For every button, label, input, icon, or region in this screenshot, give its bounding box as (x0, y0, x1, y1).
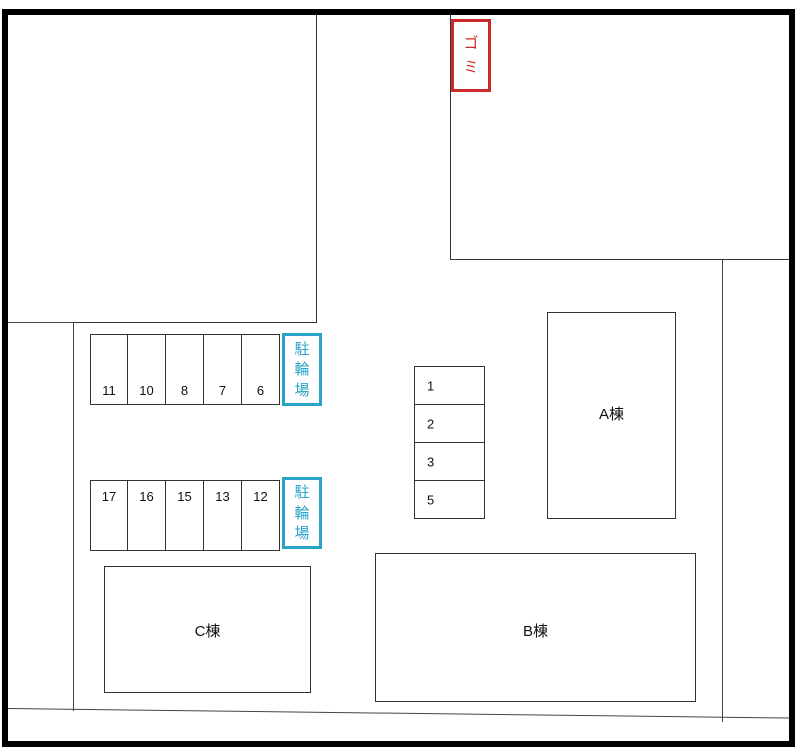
slot-number: 16 (139, 489, 154, 504)
parking-slot: 13 (203, 480, 242, 551)
slot-number: 17 (101, 489, 117, 504)
slot-number: 11 (102, 383, 116, 398)
bike-parking-label-char: 駐 (294, 340, 310, 358)
parking-slot: 17 (90, 480, 128, 551)
bike-parking-top: 駐 輪 場 (282, 333, 322, 406)
slot-number: 5 (427, 492, 435, 507)
neighbor-lot-top-left (8, 15, 317, 323)
building-b: B棟 (375, 553, 696, 702)
slot-number: 6 (256, 383, 265, 398)
bike-parking-bottom: 駐 輪 場 (282, 477, 322, 549)
property-line-left-vertical (73, 322, 74, 711)
bike-parking-label-char: 駐 (294, 484, 310, 502)
parking-slot: 12 (241, 480, 280, 551)
parking-slot: 11 (90, 334, 128, 405)
slot-number: 15 (177, 489, 192, 504)
parking-slot: 15 (165, 480, 204, 551)
bike-parking-label-char: 輪 (294, 361, 310, 378)
parking-slot: 1 (414, 366, 485, 405)
building-b-label: B棟 (522, 623, 548, 640)
parking-slot: 5 (414, 480, 485, 519)
neighbor-lot-top-right (450, 15, 789, 260)
bike-parking-label-char: 場 (294, 524, 310, 542)
parking-slot: 8 (165, 334, 204, 405)
garbage-label-char: ミ (463, 58, 479, 76)
parking-slot: 2 (414, 404, 485, 443)
building-c: C棟 (104, 566, 311, 693)
slot-number: 10 (139, 383, 154, 398)
building-a: A棟 (547, 312, 676, 519)
parking-slot: 3 (414, 442, 485, 481)
slot-number: 3 (427, 454, 435, 469)
bike-parking-label-char: 輪 (294, 504, 310, 522)
garbage-station: ゴ ミ (451, 19, 491, 92)
slot-number: 13 (215, 489, 230, 504)
parking-slot: 16 (127, 480, 166, 551)
parking-slot: 7 (203, 334, 242, 405)
parking-slot: 10 (127, 334, 166, 405)
slot-number: 12 (253, 489, 268, 504)
bike-parking-label-char: 場 (294, 381, 310, 399)
slot-number: 8 (180, 383, 189, 398)
building-c-label: C棟 (194, 623, 221, 640)
slot-number: 2 (427, 416, 435, 431)
slot-number: 7 (218, 383, 227, 398)
map-frame (2, 9, 795, 747)
property-line-right-vertical (722, 260, 723, 722)
garbage-label-char: ゴ (463, 35, 479, 53)
property-line-left (8, 322, 73, 323)
building-a-label: A棟 (598, 406, 624, 423)
slot-number: 1 (427, 378, 435, 393)
parking-slot: 6 (241, 334, 280, 405)
